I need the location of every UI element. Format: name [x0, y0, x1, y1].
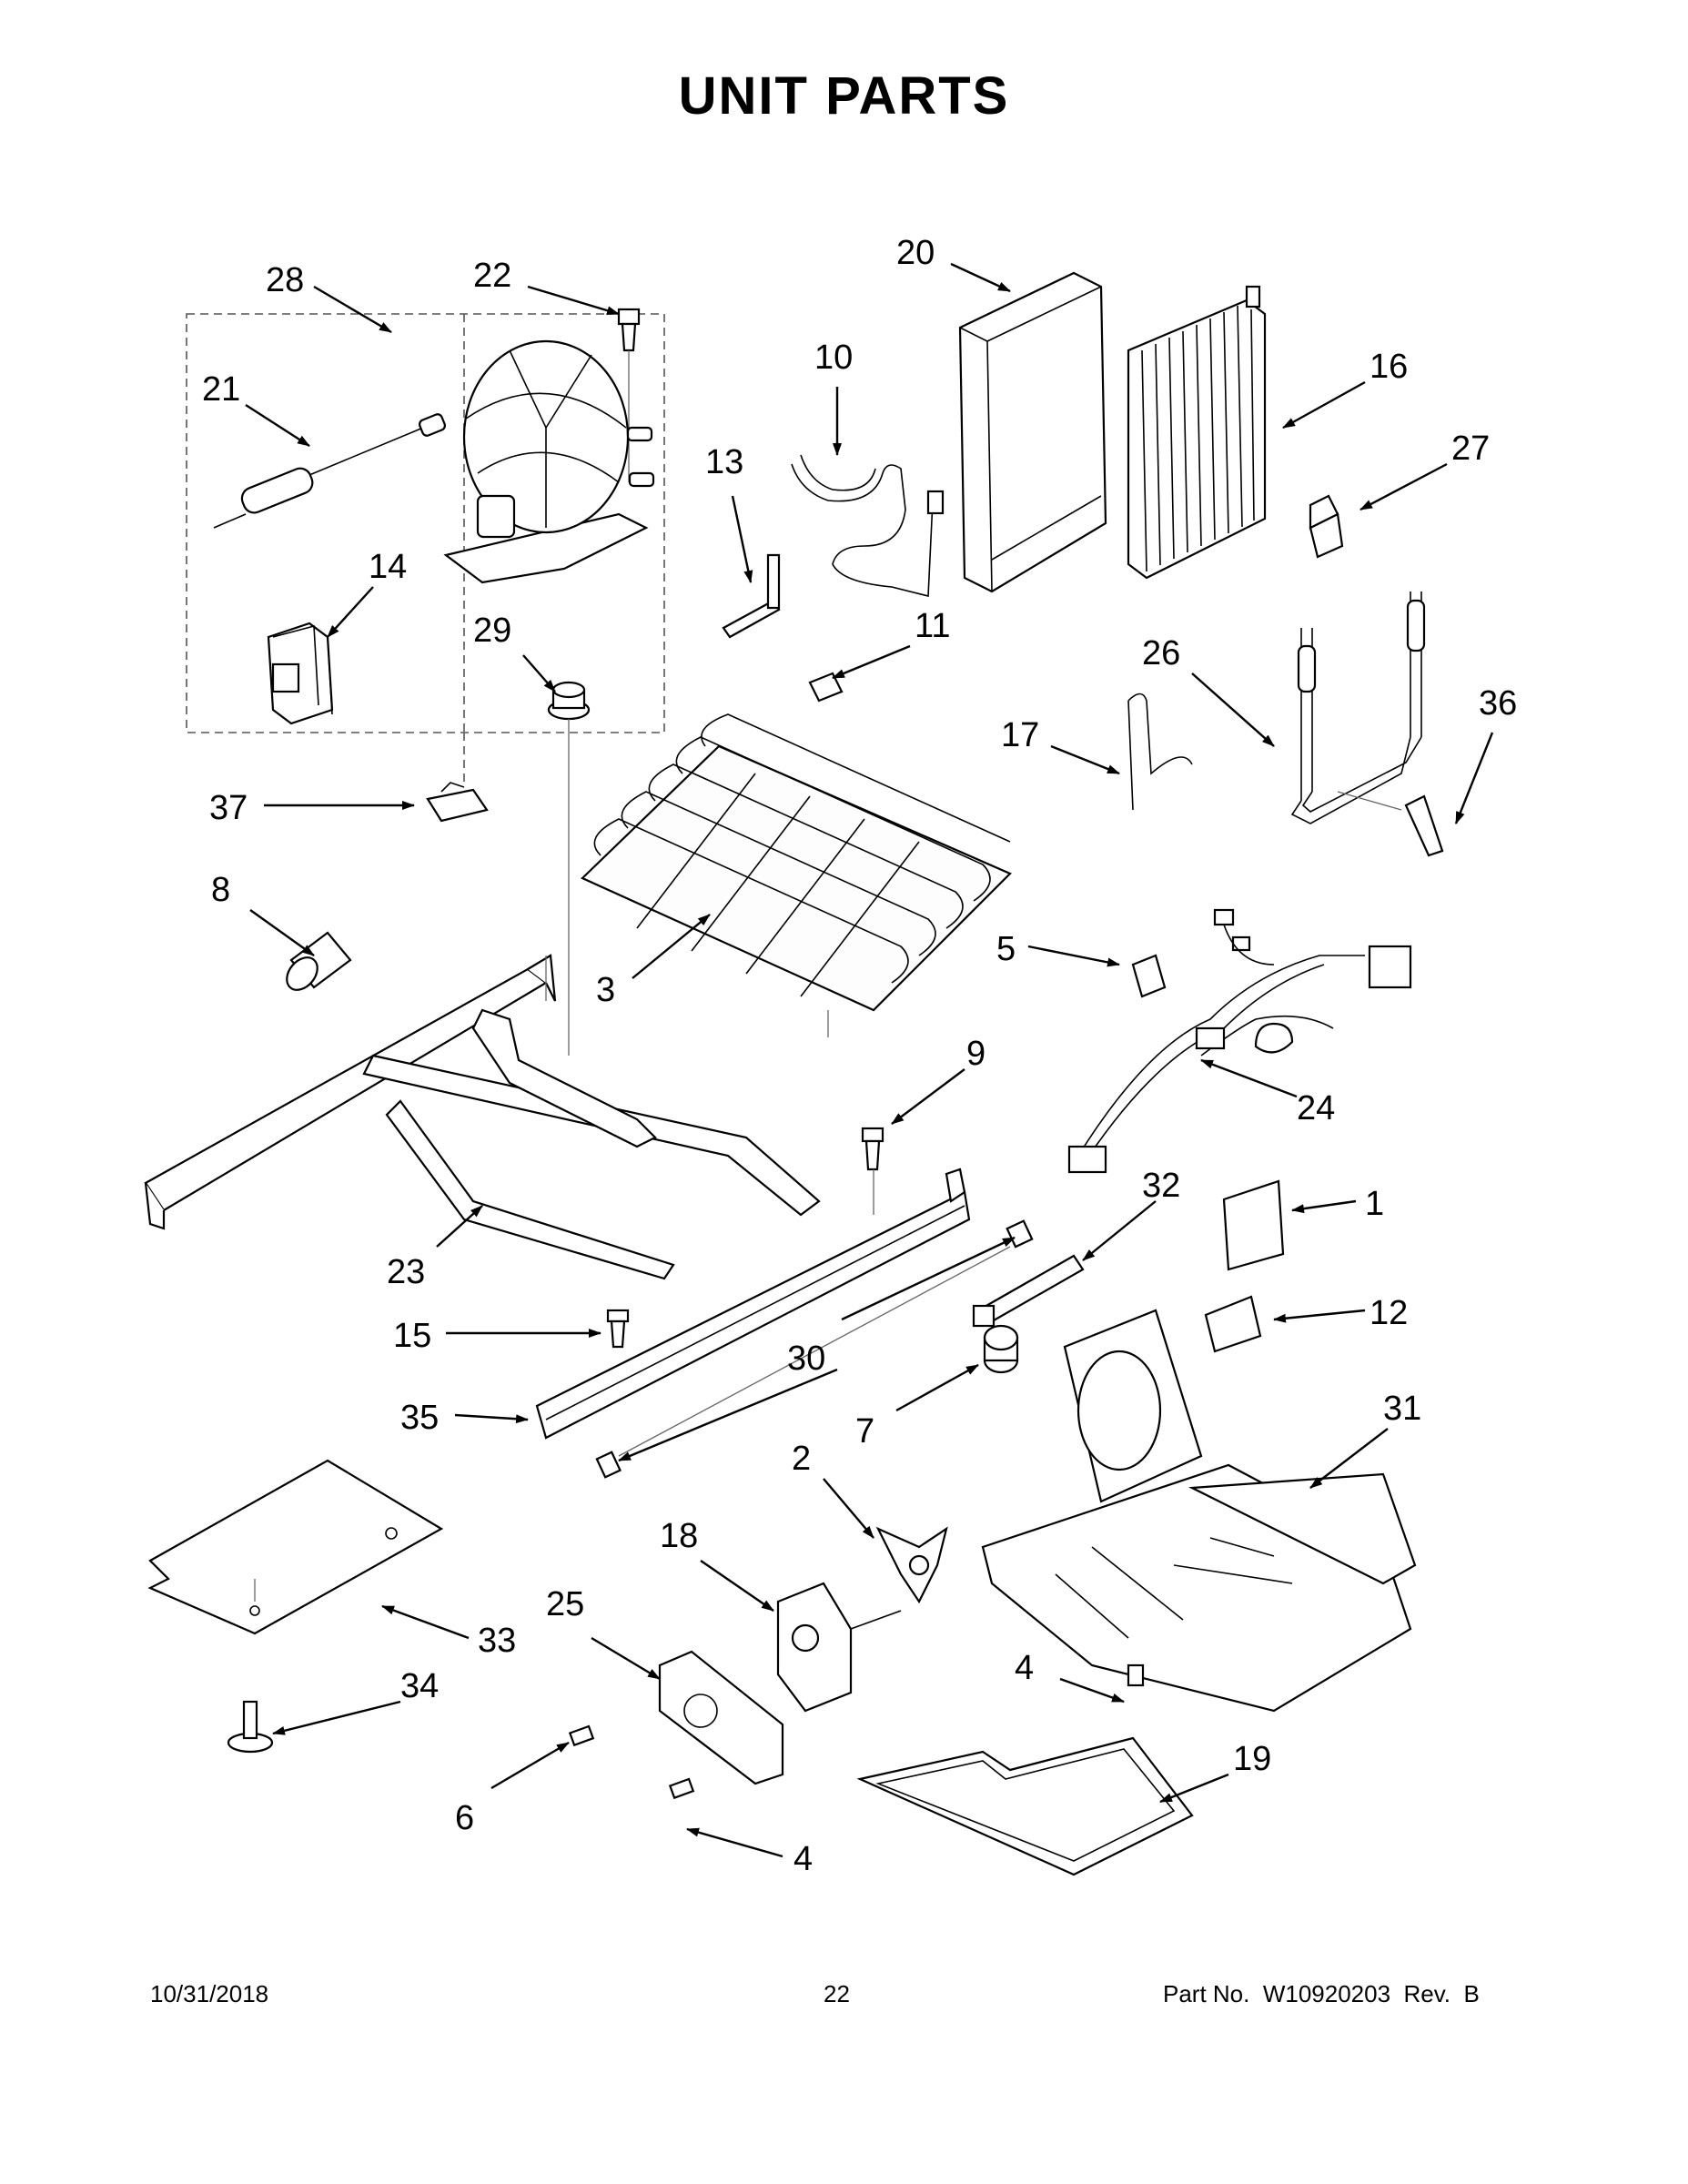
part-18-fan-motor [776, 1582, 902, 1713]
part-27-bracket [1309, 494, 1344, 559]
part-22-screw [617, 308, 641, 482]
callout-23: 23 [387, 1253, 425, 1291]
part-13-tube [722, 553, 781, 639]
part-15-screw [606, 1309, 630, 1349]
part-25-motor-bracket [658, 1650, 784, 1785]
callout-6: 6 [455, 1799, 474, 1837]
part-21-filter-drier [213, 413, 447, 529]
part-35-front-rail [535, 1168, 971, 1440]
part-31-machine-compartment [981, 1309, 1417, 1713]
callout-20: 20 [896, 234, 935, 272]
callout-labels: 28 22 21 20 10 13 16 27 14 29 11 26 17 3… [202, 234, 1517, 1878]
callout-19: 19 [1233, 1740, 1271, 1778]
part-12-pad [1204, 1295, 1262, 1353]
callout-3: 3 [596, 971, 615, 1009]
part-14-relay-overload [267, 622, 334, 725]
part-19-drain-pan [856, 1736, 1194, 1876]
callout-22: 22 [473, 257, 511, 295]
callout-18: 18 [660, 1517, 698, 1555]
callout-27: 27 [1451, 430, 1490, 468]
callout-9: 9 [966, 1035, 986, 1073]
callout-4b: 4 [793, 1840, 813, 1878]
part-26-tubing [1290, 592, 1426, 824]
part-20-shroud [958, 271, 1107, 593]
part-3-condenser-coil [581, 713, 1012, 1037]
leader-lines [245, 262, 1494, 1858]
part-24-wire-harness [1067, 908, 1412, 1174]
callout-30: 30 [787, 1340, 825, 1378]
callout-31: 31 [1383, 1390, 1421, 1428]
callout-5: 5 [996, 930, 1016, 968]
callout-14: 14 [369, 548, 407, 586]
footer-part-number: Part No. W10920203 Rev. B [1163, 1980, 1480, 2007]
callout-7: 7 [855, 1412, 874, 1451]
part-1-pad [1222, 1179, 1285, 1271]
callout-16: 16 [1370, 348, 1408, 386]
callout-33: 33 [478, 1622, 516, 1660]
callout-2: 2 [792, 1440, 811, 1478]
callout-21: 21 [202, 370, 240, 409]
part-34-leveling-leg [227, 1700, 274, 1754]
part-9-screw [861, 1127, 884, 1215]
part-6-screw [568, 1724, 595, 1747]
callout-24: 24 [1297, 1089, 1335, 1127]
callout-10: 10 [814, 339, 853, 377]
compressor-group-box [186, 313, 665, 733]
part-17-wire-hanger [1127, 693, 1193, 811]
part-33-cover-panel [147, 1459, 444, 1635]
part-compressor [443, 339, 655, 584]
callout-15: 15 [393, 1317, 431, 1355]
part-16-evaporator-coil [1127, 285, 1267, 580]
callout-32: 32 [1142, 1167, 1180, 1205]
part-5-clip [1131, 954, 1167, 998]
part-8-tube [286, 931, 352, 991]
part-23-base-rails [144, 954, 821, 1280]
part-37-clip [426, 733, 489, 823]
callout-35: 35 [400, 1399, 439, 1437]
callout-26: 26 [1142, 634, 1180, 672]
page-title: UNIT PARTS [678, 66, 1010, 126]
callout-1: 1 [1365, 1185, 1384, 1223]
part-2-fan-blade [875, 1526, 948, 1604]
callout-8: 8 [211, 871, 230, 909]
part-4-screw [668, 1663, 1145, 1800]
part-32-cable-tie [972, 1254, 1085, 1328]
callout-36: 36 [1479, 684, 1517, 723]
part-36-bracket [1337, 791, 1444, 857]
part-10-tubing [791, 454, 945, 598]
callout-28: 28 [266, 261, 304, 299]
part-7-grommet [983, 1324, 1019, 1374]
part-11-clip [808, 672, 844, 703]
callout-13: 13 [705, 443, 743, 481]
callout-34: 34 [400, 1667, 439, 1705]
callout-11: 11 [915, 607, 950, 645]
callout-29: 29 [473, 612, 511, 650]
callout-25: 25 [546, 1585, 584, 1623]
footer-date: 10/31/2018 [150, 1980, 269, 2007]
footer-page-number: 22 [824, 1980, 850, 2007]
callout-4a: 4 [1015, 1649, 1034, 1687]
callout-37: 37 [209, 789, 248, 827]
callout-12: 12 [1370, 1294, 1408, 1332]
callout-17: 17 [1001, 716, 1039, 754]
